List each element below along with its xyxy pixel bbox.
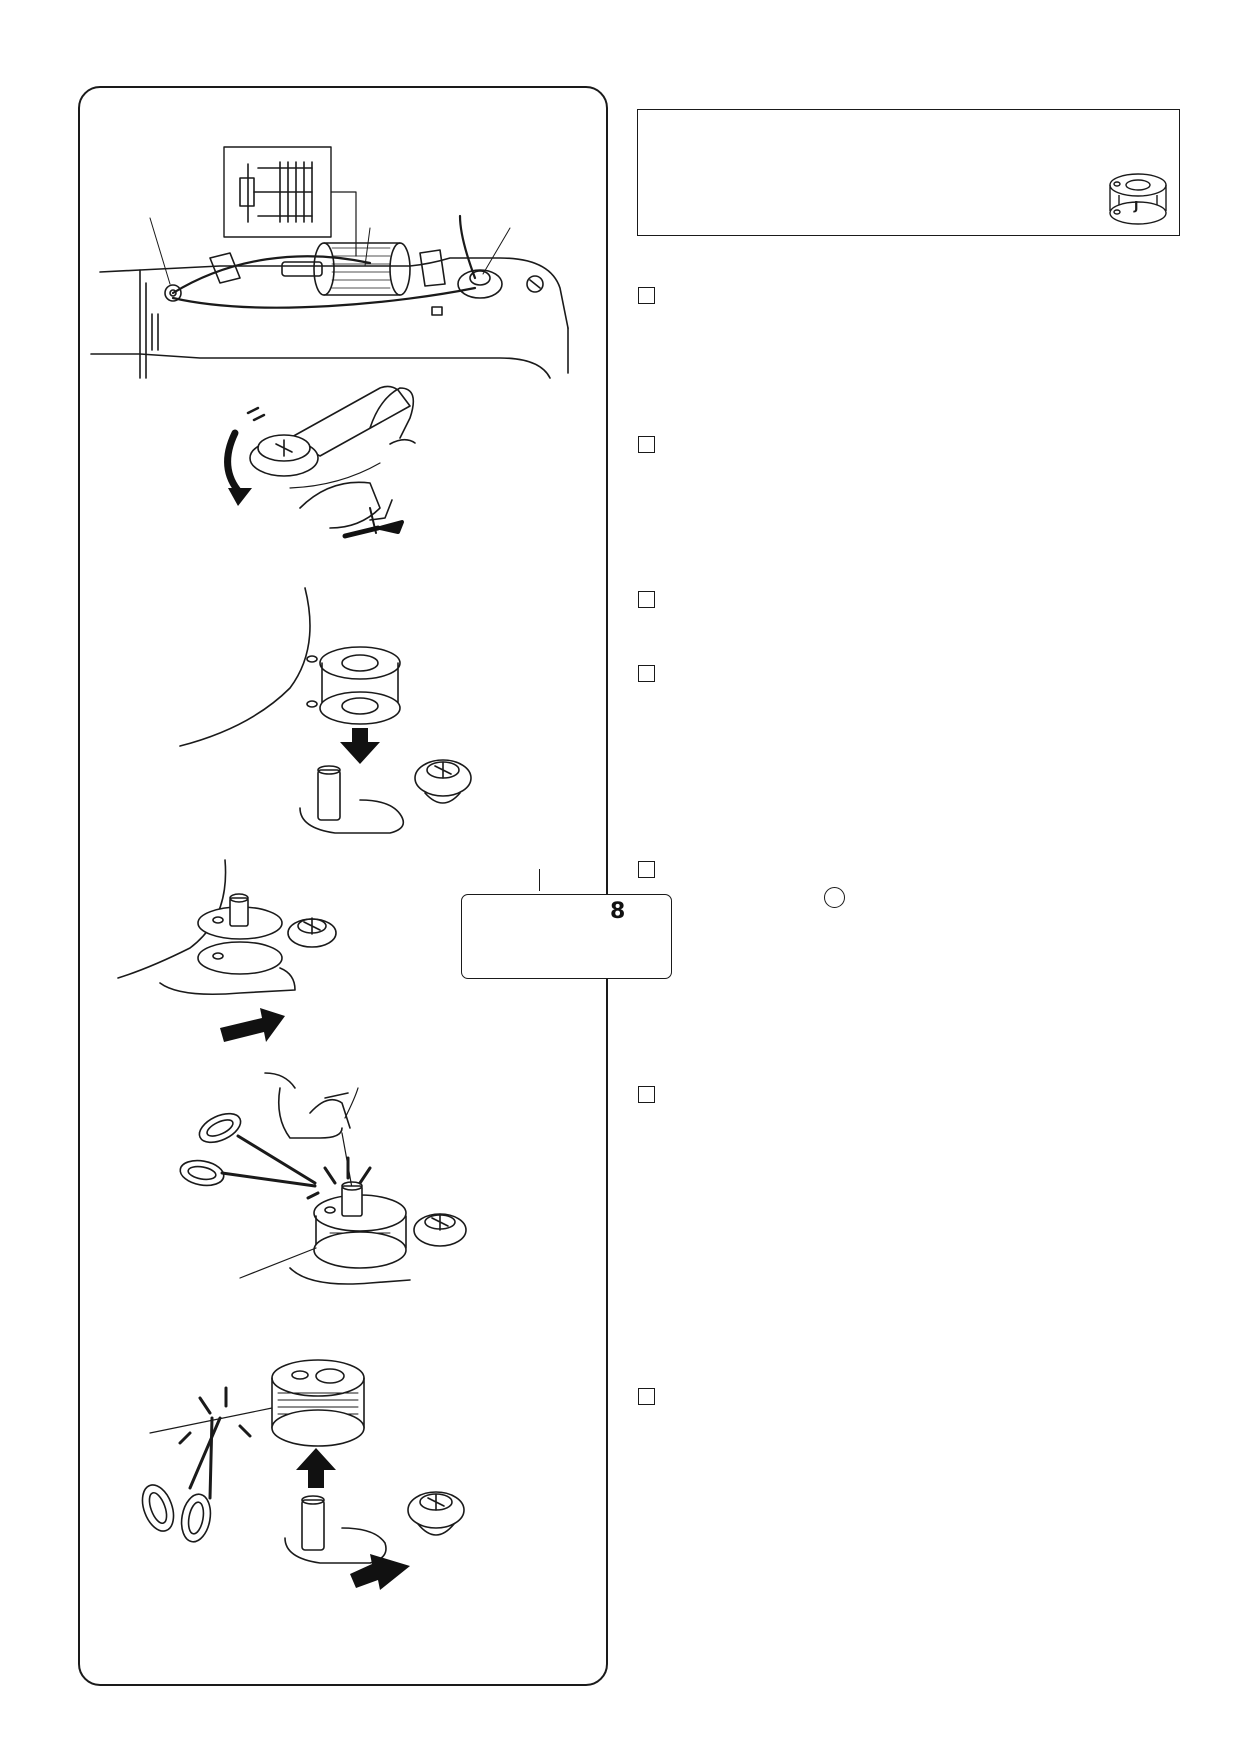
bobbin-winding-illustrations [90, 146, 569, 1590]
step-2-checkbox[interactable] [638, 436, 655, 453]
bobbin-mark: J [1133, 199, 1138, 213]
machine-top-figure [90, 146, 569, 379]
circle-marker-icon [824, 887, 845, 908]
step-1-checkbox[interactable] [638, 287, 655, 304]
bobbin-icon: J [1109, 173, 1167, 225]
display-indicator-digit: 8 [610, 899, 626, 924]
bobbin-winder-figure [117, 859, 337, 1042]
cutting-figure [179, 1072, 467, 1285]
hand-wind-figure [224, 385, 416, 539]
display-leader-line [539, 869, 540, 891]
illustration-panel: 8 [78, 86, 672, 1686]
step-3-checkbox[interactable] [638, 591, 655, 608]
step-5-checkbox[interactable] [638, 861, 655, 878]
bobbin-insert-figure [179, 587, 472, 834]
lcd-display-panel: 8 [461, 894, 672, 979]
step-6-checkbox[interactable] [638, 1086, 655, 1103]
note-box: J [637, 109, 1180, 236]
step-4-checkbox[interactable] [638, 665, 655, 682]
step-7-checkbox[interactable] [638, 1388, 655, 1405]
remove-bobbin-figure [141, 1359, 465, 1590]
